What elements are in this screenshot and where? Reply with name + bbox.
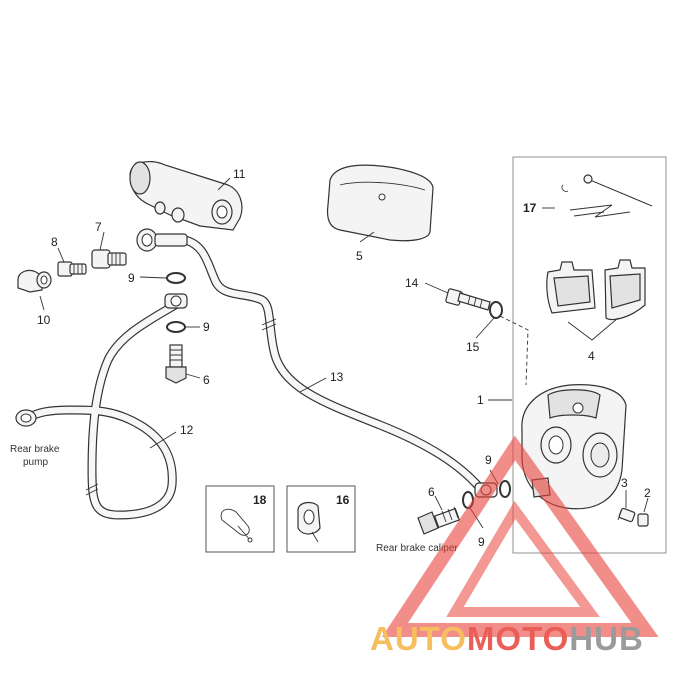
callout-3: 3 — [621, 476, 628, 490]
part-10-cap — [17, 269, 52, 293]
callout-6-right: 6 — [428, 485, 435, 499]
part-4-brake-pads — [546, 259, 646, 321]
label-rear-brake-caliper: Rear brake caliper — [376, 543, 458, 554]
callout-7: 7 — [95, 220, 102, 234]
part-14-bolt — [445, 288, 491, 311]
watermark-text-hub: HUB — [569, 620, 644, 657]
part-2-bleed-cap — [637, 513, 649, 527]
watermark-text-auto: AUTO — [370, 620, 467, 657]
part-16-box — [286, 485, 356, 553]
brake-hose-13 — [180, 235, 485, 493]
rear-brake-pump-fitting — [15, 409, 37, 427]
watermark-triangle-outer — [382, 435, 659, 637]
banjo-fitting-upper — [136, 228, 188, 252]
part-3-bleed-valve — [617, 507, 636, 523]
label-rear-brake-pump-line2: pump — [23, 457, 48, 468]
callout-9-caliper-upper: 9 — [485, 453, 492, 467]
part-8-nipple — [57, 261, 87, 277]
part-1-brake-caliper — [521, 384, 627, 510]
svg-text:AUTOMOTOHUB: AUTOMOTOHUB — [370, 620, 644, 657]
callout-1: 1 — [477, 393, 484, 407]
label-rear-brake-pump-line1: Rear brake — [10, 444, 60, 455]
callout-12: 12 — [180, 423, 194, 437]
banjo-bolt-6-right — [417, 506, 461, 535]
part-5-cover — [326, 164, 434, 242]
part-15-washer — [489, 301, 503, 319]
callout-4: 4 — [588, 349, 595, 363]
callout-18: 18 — [253, 493, 267, 507]
callout-6-left: 6 — [203, 373, 210, 387]
callout-13: 13 — [330, 370, 344, 384]
washer-9-caliper-upper — [499, 480, 511, 498]
callout-11: 11 — [233, 167, 246, 181]
part-11-master-cylinder — [129, 161, 243, 231]
washer-9-lower-left — [166, 321, 186, 333]
callout-9-caliper-lower: 9 — [478, 535, 485, 549]
callout-10: 10 — [37, 313, 51, 327]
callout-16: 16 — [336, 493, 350, 507]
callout-9-upper-left: 9 — [128, 271, 135, 285]
brake-hose-12 — [23, 300, 180, 520]
banjo-bolt-6-left — [165, 344, 187, 384]
callout-15: 15 — [466, 340, 480, 354]
callout-17: 17 — [523, 201, 537, 215]
callout-8: 8 — [51, 235, 58, 249]
callout-9-lower-left: 9 — [203, 320, 210, 334]
part-18-box — [205, 485, 275, 553]
banjo-fitting-left — [164, 293, 188, 309]
part-7-adapter — [91, 249, 127, 269]
leader-lines — [39, 177, 649, 529]
watermark-logo: AUTOMOTOHUB — [370, 435, 659, 657]
washer-9-upper-left — [166, 272, 186, 284]
watermark-triangle-inner — [446, 500, 600, 617]
callout-14: 14 — [405, 276, 419, 290]
callout-2: 2 — [644, 486, 651, 500]
watermark-text-moto: MOTO — [467, 620, 569, 657]
part-17-pin-and-spring — [561, 174, 653, 218]
callout-5: 5 — [356, 249, 363, 263]
